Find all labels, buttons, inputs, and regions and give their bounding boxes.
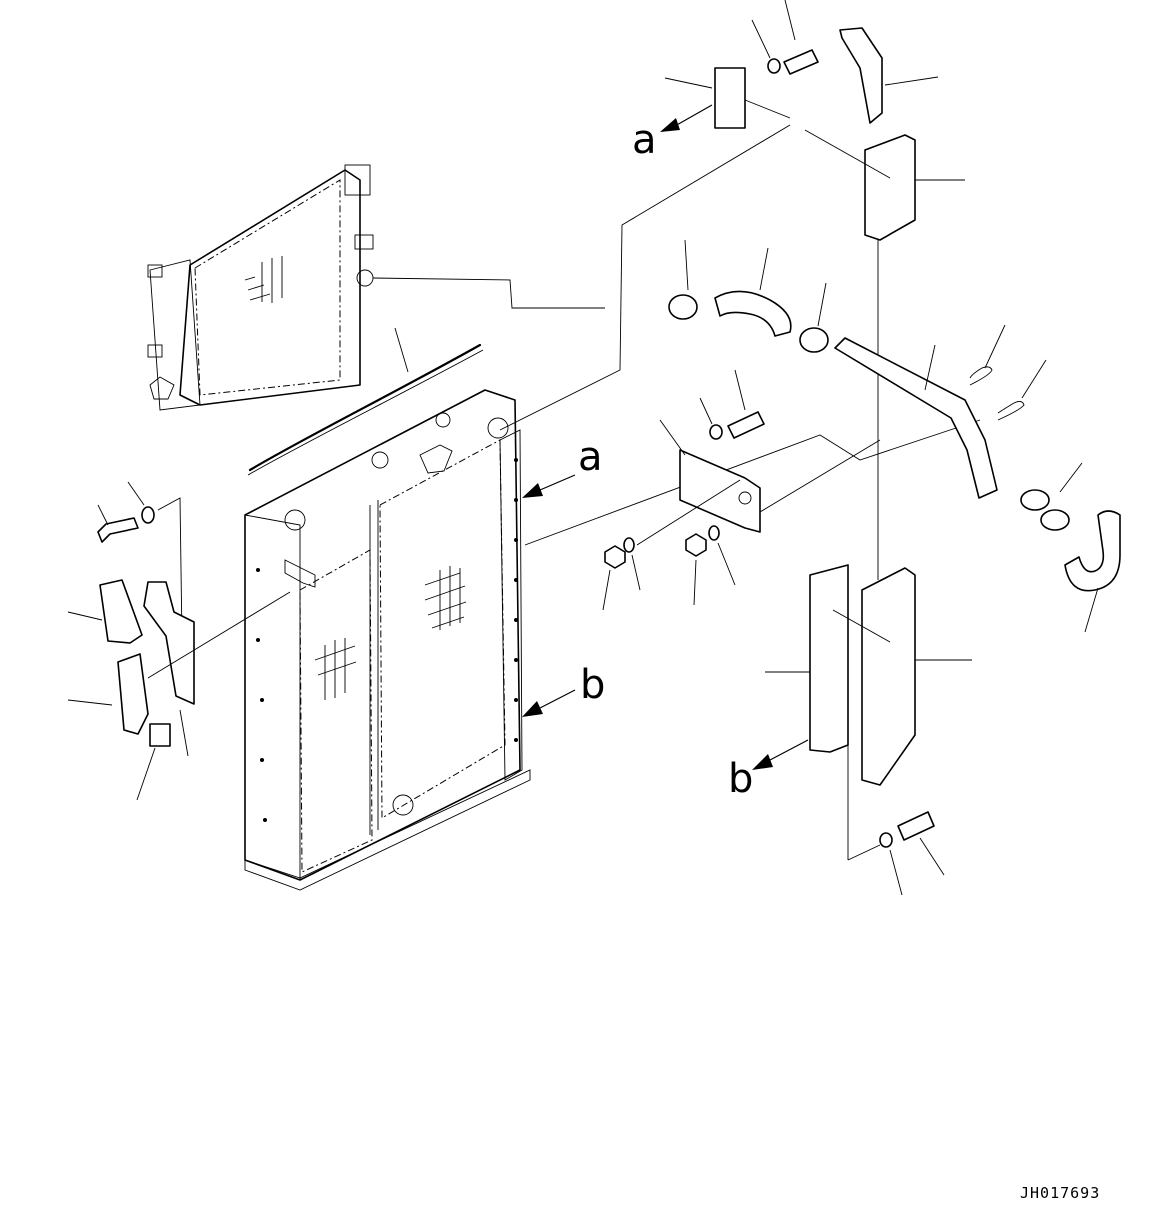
leader-line	[524, 419, 981, 546]
leader-line	[499, 124, 791, 431]
center-plate-bracket	[602, 369, 881, 611]
ref-letter-b-lower: b	[728, 756, 753, 802]
top-bracket-group	[664, 0, 965, 580]
lower-right-covers	[765, 564, 972, 896]
reference-arrow-b-right	[522, 689, 576, 717]
reference-arrow-b-lower	[752, 739, 809, 770]
ref-letter-b-right: b	[580, 662, 605, 708]
ref-letter-a-right: a	[578, 434, 603, 480]
seal-strip	[247, 327, 484, 476]
drawing-number: JH017693	[1020, 1184, 1100, 1202]
leader-line	[372, 277, 605, 309]
ref-letter-a-top: a	[632, 117, 657, 163]
hose-group	[668, 239, 1121, 633]
reference-arrow-a-top	[660, 104, 713, 132]
aftercooler-core	[147, 164, 374, 411]
left-guard-plates	[67, 579, 291, 801]
reference-arrow-a-right	[522, 474, 576, 498]
radiator-assembly	[244, 389, 531, 891]
